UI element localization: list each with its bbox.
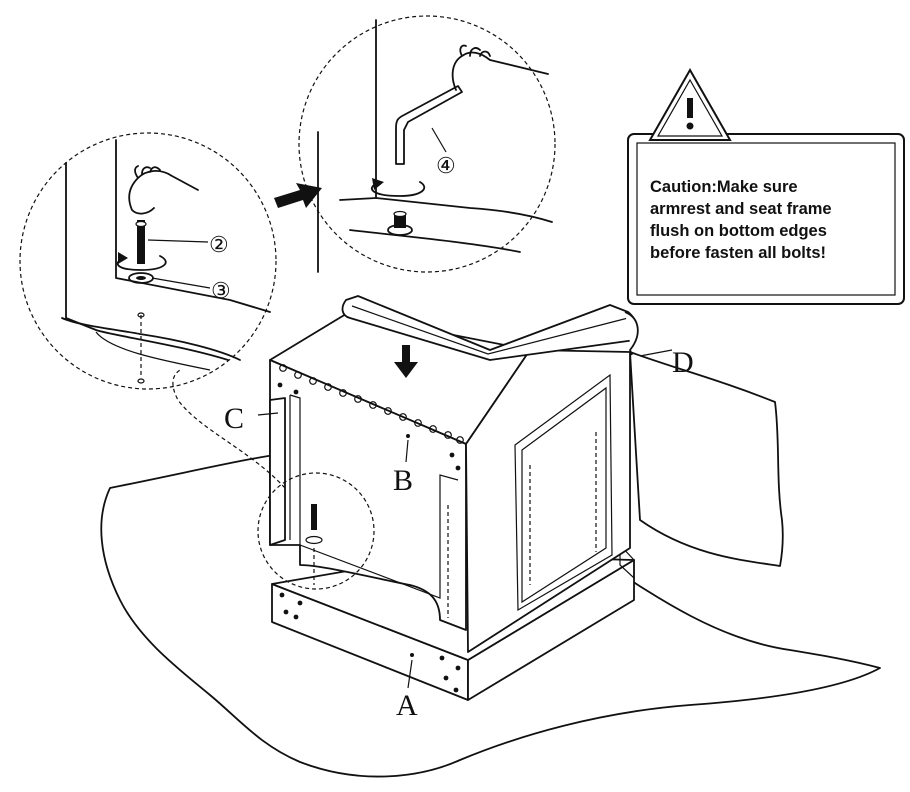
detail-circle-left <box>19 132 277 390</box>
caution-line-1: Caution:Make sure <box>650 178 798 196</box>
label-d: D <box>672 346 694 379</box>
caution-line-2: armrest and seat frame <box>650 200 832 218</box>
label-b: B <box>393 464 413 497</box>
caution-box: Caution:Make sure armrest and seat frame… <box>627 67 905 305</box>
rotate-arrow-icon <box>116 255 167 271</box>
detail-circle-top <box>298 15 556 273</box>
cushion-sheet <box>629 351 784 567</box>
down-arrow-icon <box>394 345 418 378</box>
side-panel-c <box>269 397 286 546</box>
step-number-2: ② <box>209 233 229 258</box>
step-number-3: ③ <box>211 279 231 304</box>
armrest-d <box>341 295 639 361</box>
floor-sheet <box>100 451 881 778</box>
label-c: C <box>224 402 244 435</box>
corner-bolt <box>305 504 323 545</box>
right-arrow-icon <box>274 183 322 208</box>
hex-key-icon <box>395 85 463 165</box>
caution-line-4: before fasten all bolts! <box>650 244 826 262</box>
seat-frame-b <box>269 313 631 653</box>
hand-icon <box>128 165 199 215</box>
caution-line-3: flush on bottom edges <box>650 222 827 240</box>
label-a: A <box>396 689 418 722</box>
step-number-4: ④ <box>436 154 456 179</box>
detail-circle-small <box>257 472 375 590</box>
